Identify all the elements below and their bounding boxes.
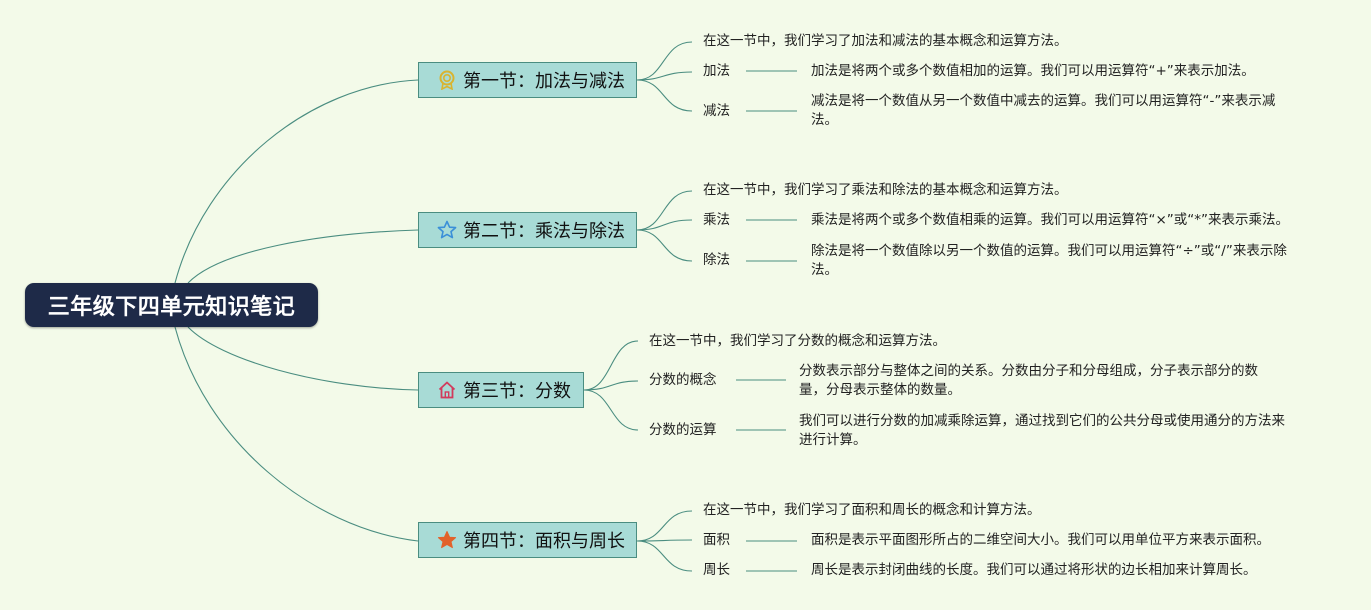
connector-s2-t1 — [636, 219, 693, 231]
topic-desc: 面积是表示平面图形所占的二维空间大小。我们可以用单位平方来表示面积。 — [811, 532, 1270, 548]
section-intro: 在这一节中，我们学习了加法和减法的基本概念和运算方法。 — [703, 33, 1068, 49]
connector-root-s3 — [187, 326, 419, 391]
section-title: 第三节：分数 — [463, 381, 571, 402]
connector-s2-t2 — [636, 229, 693, 262]
topic-desc: 减法是将一个数值从另一个数值中减去的运算。我们可以用运算符“-”来表示减法。 — [811, 93, 1276, 128]
connector-root-s4 — [174, 326, 419, 542]
connector-s4-intro — [636, 510, 693, 542]
star-outline-icon — [437, 220, 457, 240]
connector-root-s1 — [174, 79, 419, 284]
connector-root-s2 — [187, 229, 419, 284]
topic-name: 除法 — [703, 252, 730, 268]
section-node-1[interactable]: 第一节：加法与减法 — [418, 62, 637, 98]
topic-name: 面积 — [703, 532, 730, 548]
topic-desc: 除法是将一个数值除以另一个数值的运算。我们可以用运算符“÷”或“/”来表示除法。 — [811, 243, 1287, 278]
house-icon — [437, 380, 457, 400]
root-title: 三年级下四单元知识笔记 — [47, 295, 296, 320]
topic-name: 周长 — [703, 562, 730, 578]
connector-s2-intro — [636, 190, 693, 231]
root-node[interactable]: 三年级下四单元知识笔记 — [25, 283, 318, 327]
topic-desc: 我们可以进行分数的加减乘除运算，通过找到它们的公共分母或使用通分的方法来进行计算… — [799, 413, 1285, 448]
section-title: 第二节：乘法与除法 — [463, 221, 625, 242]
connector-s1-intro — [636, 41, 693, 81]
topic-desc: 加法是将两个或多个数值相加的运算。我们可以用运算符“+”来表示加法。 — [811, 63, 1255, 79]
topic-name: 加法 — [703, 63, 730, 79]
section-intro: 在这一节中，我们学习了乘法和除法的基本概念和运算方法。 — [703, 182, 1068, 198]
topic-desc: 乘法是将两个或多个数值相乘的运算。我们可以用运算符“×”或“*”来表示乘法。 — [811, 212, 1290, 228]
topic-name: 减法 — [703, 103, 730, 119]
section-intro: 在这一节中，我们学习了分数的概念和运算方法。 — [649, 333, 946, 349]
gold-medal-icon — [437, 70, 457, 90]
connector-s4-t1 — [636, 539, 693, 542]
section-node-3[interactable]: 第三节：分数 — [418, 372, 584, 408]
topic-name: 乘法 — [703, 212, 730, 228]
connector-s3-t2 — [583, 389, 639, 431]
section-node-4[interactable]: 第四节：面积与周长 — [418, 522, 637, 558]
topic-desc: 分数表示部分与整体之间的关系。分数由分子和分母组成，分子表示部分的数量，分母表示… — [799, 363, 1258, 398]
star-filled-icon — [437, 530, 457, 550]
connector-s1-t1 — [636, 71, 693, 81]
topic-name: 分数的概念 — [649, 372, 717, 388]
connector-s4-t2 — [636, 540, 693, 572]
connector-s1-t2 — [636, 79, 693, 112]
topic-desc: 周长是表示封闭曲线的长度。我们可以通过将形状的边长相加来计算周长。 — [811, 562, 1257, 578]
section-title: 第四节：面积与周长 — [463, 531, 625, 552]
section-title: 第一节：加法与减法 — [463, 71, 625, 92]
topic-name: 分数的运算 — [649, 422, 717, 438]
connector-s3-t1 — [583, 380, 639, 391]
section-intro: 在这一节中，我们学习了面积和周长的概念和计算方法。 — [703, 502, 1041, 518]
section-node-2[interactable]: 第二节：乘法与除法 — [418, 212, 637, 248]
connector-s3-intro — [583, 340, 639, 391]
